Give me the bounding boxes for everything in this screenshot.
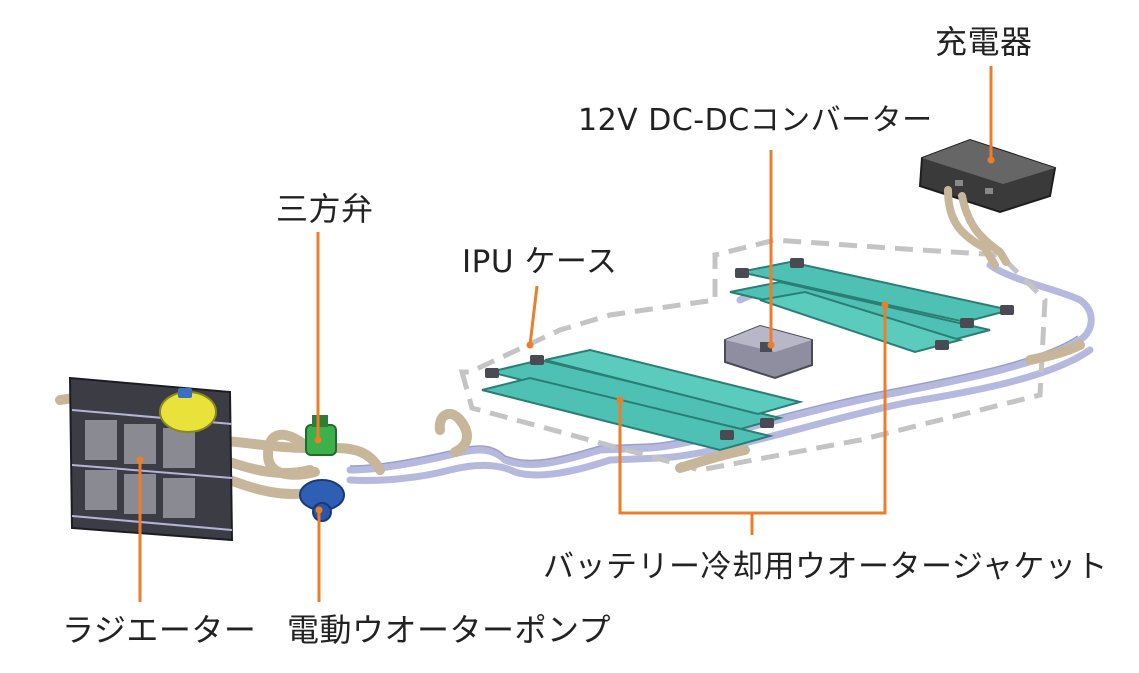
battery-cooling-jackets bbox=[481, 258, 1014, 452]
dcdc-converter-label: 12V DC-DCコンバーター bbox=[578, 103, 933, 138]
dcdc-converter-unit bbox=[724, 324, 813, 380]
water-pump-unit bbox=[299, 479, 345, 522]
radiator-label: ラジエーター bbox=[62, 611, 257, 649]
leader-lines bbox=[138, 66, 993, 602]
cooling-jacket-label: バッテリー冷却用ウオータージャケット bbox=[543, 549, 1108, 585]
charger-label: 充電器 bbox=[935, 23, 1033, 61]
radiator-unit bbox=[68, 376, 234, 542]
charger-unit bbox=[918, 138, 1057, 269]
water-pump-label: 電動ウオーターポンプ bbox=[287, 611, 612, 649]
three-way-valve-label: 三方弁 bbox=[276, 190, 374, 228]
three-way-valve-unit bbox=[305, 415, 337, 456]
ipu-case-label: IPU ケース bbox=[462, 244, 618, 280]
